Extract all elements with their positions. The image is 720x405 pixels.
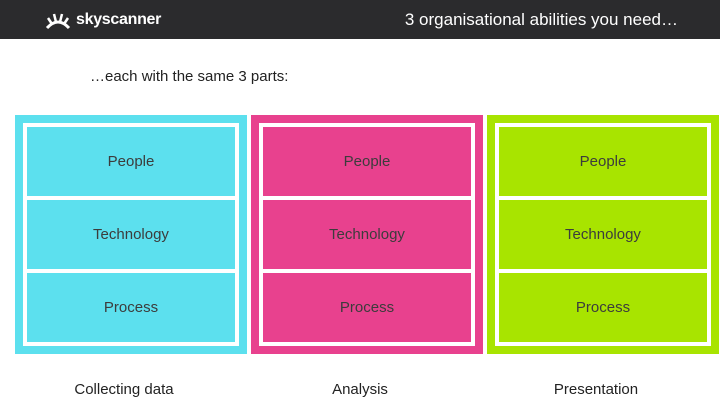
cell-process: Process [499, 269, 707, 342]
subtitle: …each with the same 3 parts: [90, 68, 289, 85]
cell-technology: Technology [27, 196, 235, 269]
caption-presentation: Presentation [553, 381, 639, 398]
header-bar: skyscanner 3 organisational abilities yo… [0, 0, 720, 39]
cell-process: Process [27, 269, 235, 342]
sunrise-icon [45, 13, 71, 30]
cell-people: People [107, 153, 155, 170]
cell-technology: Technology [499, 196, 707, 269]
caption-analysis: Analysis [332, 381, 388, 398]
slide-title: 3 organisational abilities you need… [404, 10, 678, 29]
column-collecting-data: People Technology Process [15, 115, 247, 354]
column-analysis: People Technology Process [251, 115, 483, 354]
caption-collecting-data: Collecting data [74, 381, 174, 398]
cell-process: Process [263, 269, 471, 342]
cell-people: People [343, 153, 391, 170]
cell-people: People [579, 153, 627, 170]
skyscanner-logo: skyscanner [44, 9, 161, 31]
cell-technology: Technology [263, 196, 471, 269]
logo-text: skyscanner [76, 11, 162, 28]
column-presentation: People Technology Process [487, 115, 719, 354]
